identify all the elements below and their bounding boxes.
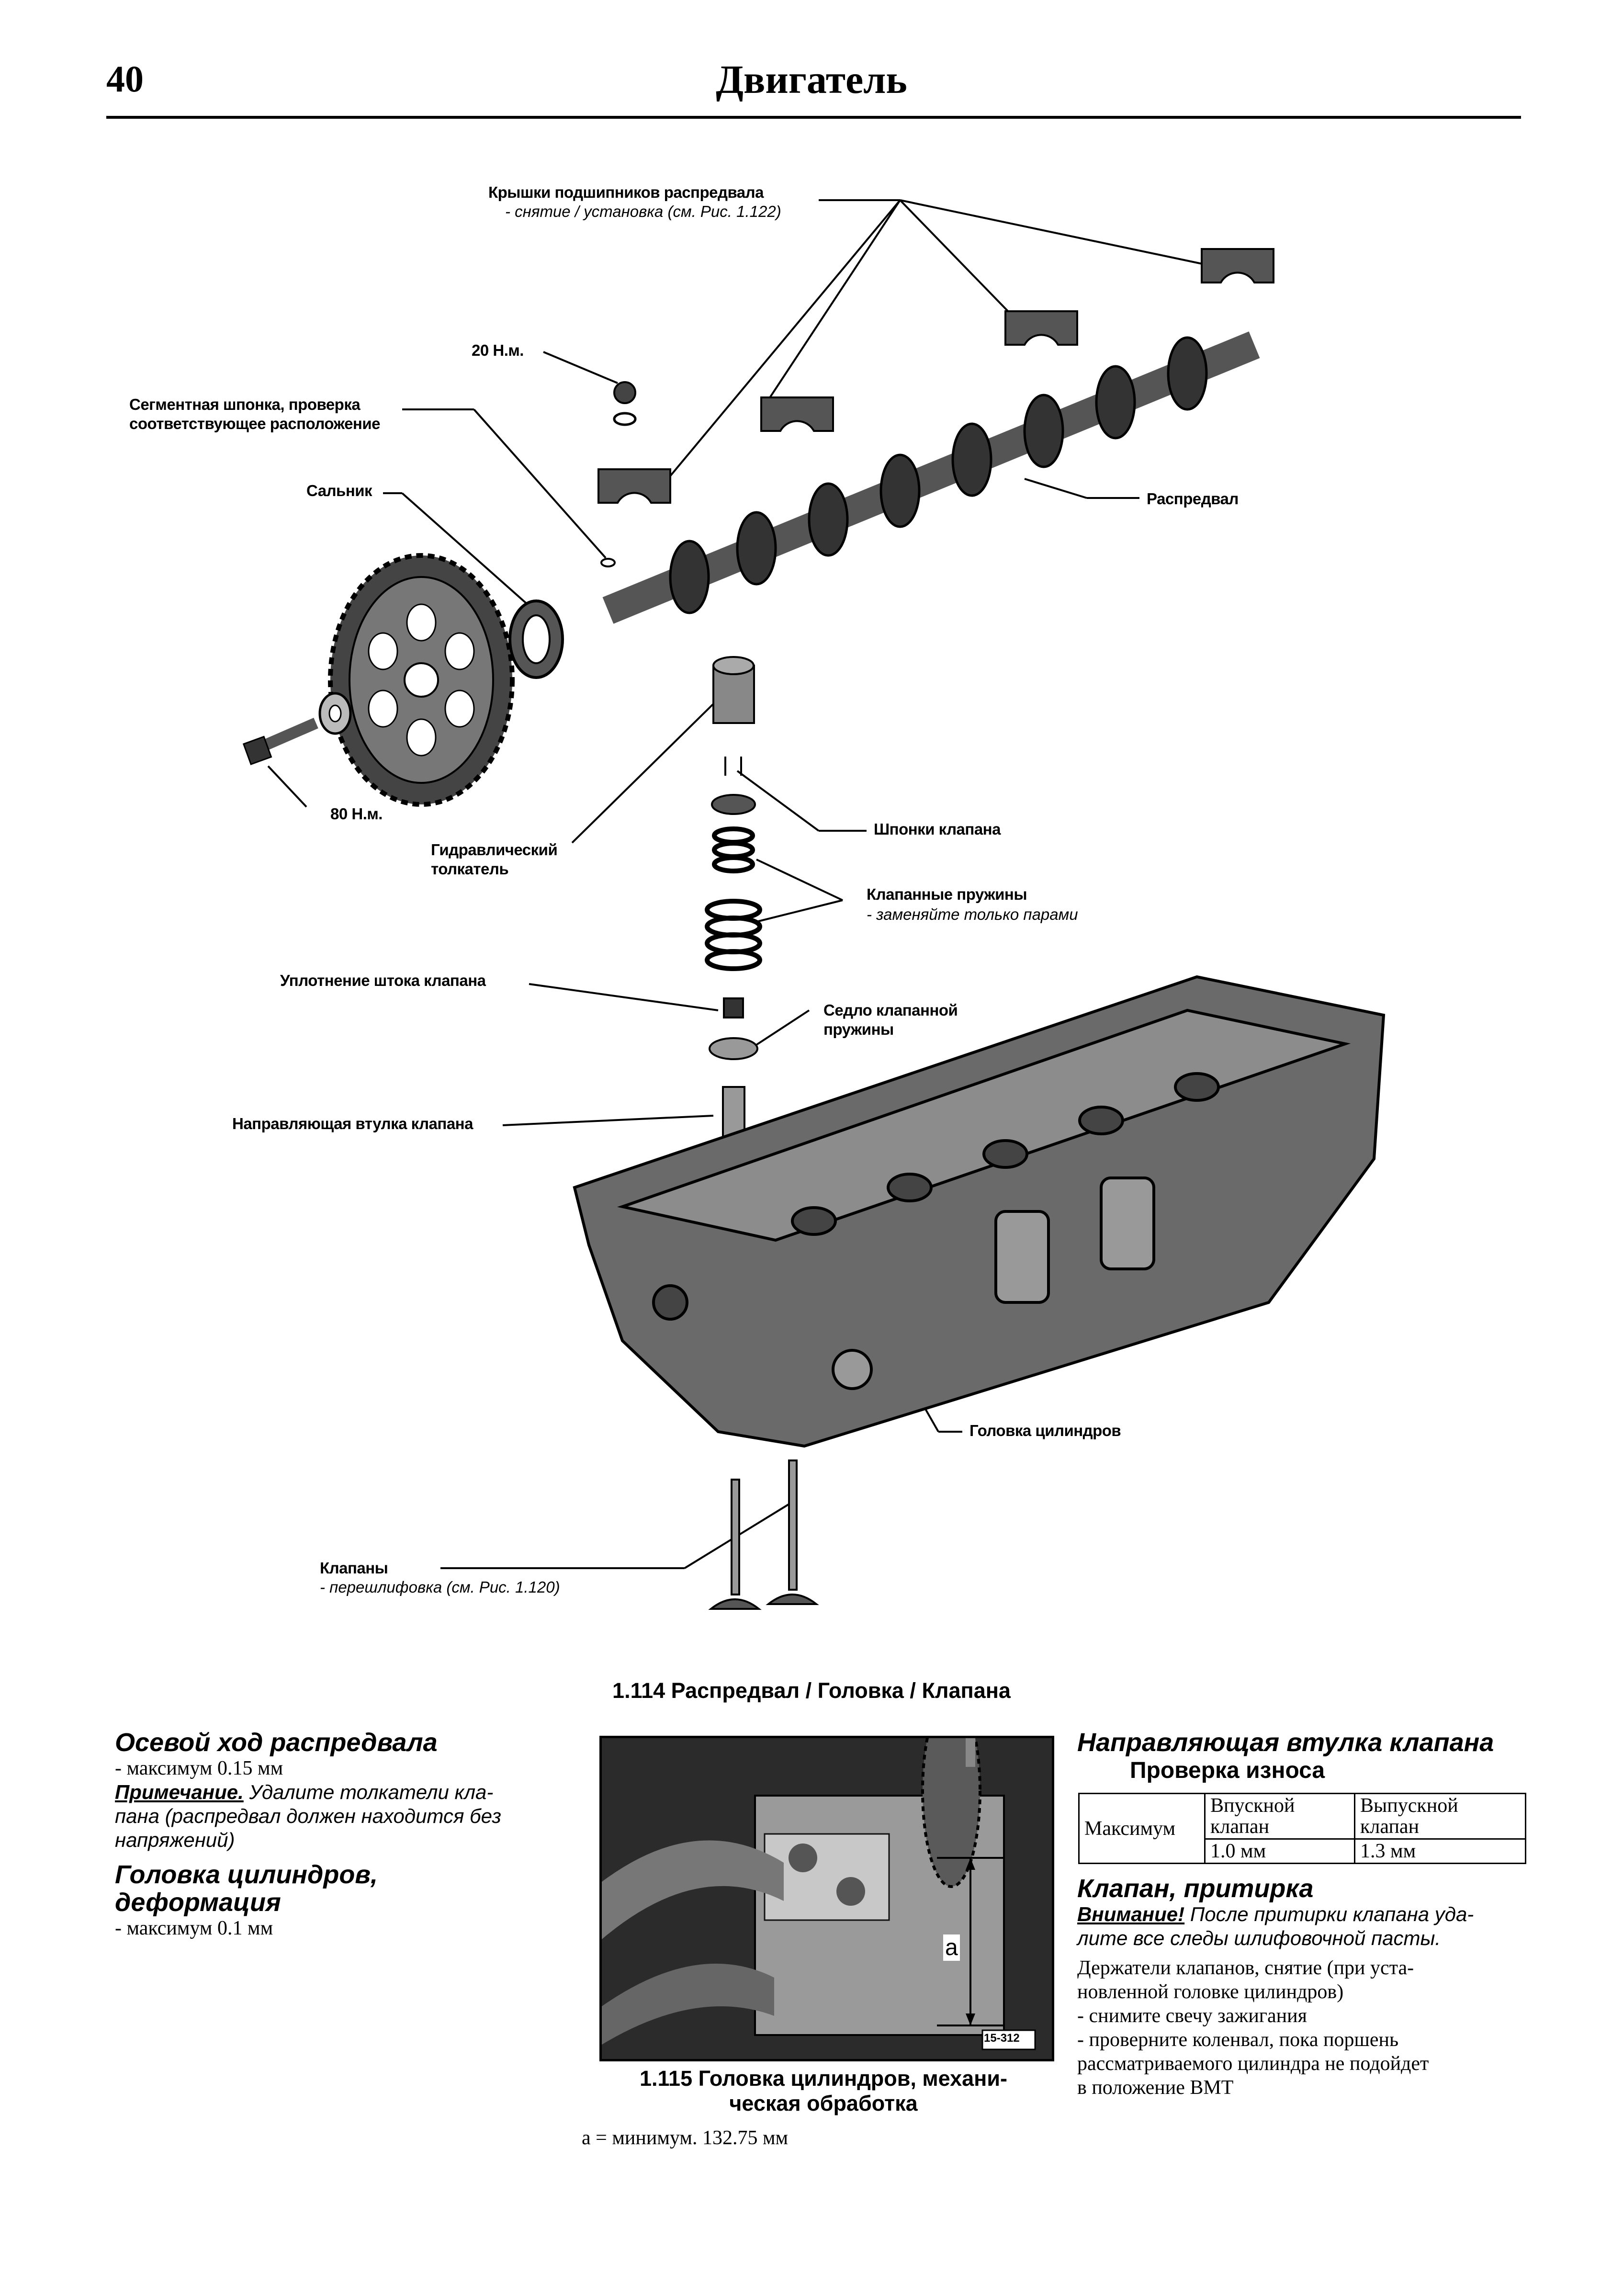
label-torque-80: 80 Н.м. bbox=[330, 805, 383, 823]
label-bearing-caps: Крышки подшипников распредвала bbox=[488, 183, 764, 201]
section-valve-guide-title: Направляющая втулка клапана bbox=[1077, 1728, 1494, 1757]
label-hydraulic-lifter-2: толкатель bbox=[431, 860, 509, 878]
label-woodruff-key-1: Сегментная шпонка, проверка bbox=[129, 396, 361, 413]
label-valve-keys: Шпонки клапана bbox=[874, 820, 1001, 838]
label-oil-seal: Сальник bbox=[306, 482, 372, 499]
exploded-diagram bbox=[242, 199, 1386, 1610]
label-stem-seal: Уплотнение штока клапана bbox=[280, 972, 486, 989]
table-cell-exhaust: 1.3 мм bbox=[1354, 1838, 1526, 1864]
label-spring-seat-2: пружины bbox=[823, 1020, 894, 1038]
section-camshaft-endplay-title: Осевой ход распредвала bbox=[115, 1728, 438, 1757]
label-bearing-caps-note: - снятие / установка (см. Рис. 1.122) bbox=[505, 203, 781, 220]
photo-code: 15-312 bbox=[984, 2032, 1020, 2045]
figure-115-caption-line-1: 1.115 Головка цилиндров, механи- bbox=[639, 2066, 1008, 2091]
page-title: Двигатель bbox=[716, 57, 907, 102]
section-head-warpage-title-2: деформация bbox=[115, 1888, 281, 1917]
photo-dimension-label: a bbox=[943, 1934, 960, 1961]
page-number: 40 bbox=[106, 58, 144, 100]
header-rule bbox=[106, 116, 1521, 119]
note-line-3: напряжений) bbox=[115, 1829, 235, 1851]
para-line-2: новленной головке цилиндров) bbox=[1077, 1981, 1344, 2003]
label-cylinder-head: Головка цилиндров bbox=[969, 1422, 1121, 1439]
figure-114-caption: 1.114 Распредвал / Головка / Клапана bbox=[612, 1678, 1011, 1703]
label-valve-guide: Направляющая втулка клапана bbox=[232, 1115, 473, 1132]
note-label: Примечание. bbox=[115, 1781, 244, 1803]
label-hydraulic-lifter-1: Гидравлический bbox=[431, 841, 558, 859]
figure-115-note: a = минимум. 132.75 мм bbox=[582, 2127, 789, 2149]
table-cell-intake: 1.0 мм bbox=[1204, 1838, 1355, 1864]
section-valve-lapping-title: Клапан, притирка bbox=[1077, 1874, 1314, 1903]
section-camshaft-endplay-spec: - максимум 0.15 мм bbox=[115, 1757, 283, 1779]
right-column: Направляющая втулка клапана Проверка изн… bbox=[1077, 1729, 1527, 2100]
section-camshaft-endplay-note: Примечание. Удалите толкатели кла- bbox=[115, 1781, 494, 1803]
label-valve-springs-note: - заменяйте только парами bbox=[867, 905, 1078, 923]
label-spring-seat-1: Седло клапанной bbox=[823, 1001, 958, 1019]
label-valve-springs: Клапанные пружины bbox=[867, 885, 1027, 903]
left-column: Осевой ход распредвала - максимум 0.15 м… bbox=[115, 1729, 565, 1940]
step-2-line-1: - проверните коленвал, пока поршень bbox=[1077, 2029, 1399, 2051]
label-valves-note: - перешлифовка (см. Рис. 1.120) bbox=[320, 1578, 560, 1596]
warning-line-1: Внимание! После притирки клапана уда- bbox=[1077, 1903, 1474, 1925]
label-torque-20: 20 Н.м. bbox=[472, 341, 524, 359]
figure-115-caption: 1.115 Головка цилиндров, механи- ческая … bbox=[577, 2066, 1070, 2116]
table-row-label: Максимум bbox=[1078, 1793, 1206, 1864]
warning-label: Внимание! bbox=[1077, 1903, 1185, 1925]
label-woodruff-key-2: соответствующее расположение bbox=[129, 415, 381, 432]
step-1: - снимите свечу зажигания bbox=[1077, 2005, 1307, 2027]
label-camshaft: Распредвал bbox=[1147, 490, 1239, 508]
step-2-line-3: в положение ВМТ bbox=[1077, 2077, 1234, 2099]
warning-line-2: лите все следы шлифовочной пасты. bbox=[1077, 1927, 1441, 1949]
note-line-2: пана (распредвал должен находится без bbox=[115, 1805, 502, 1827]
para-line-1: Держатели клапанов, снятие (при уста- bbox=[1077, 1957, 1414, 1979]
figure-115-caption-line-2: ческая обработка bbox=[729, 2091, 918, 2115]
step-2-line-2: рассматриваемого цилиндра не подойдет bbox=[1077, 2053, 1429, 2075]
label-valves: Клапаны bbox=[320, 1559, 388, 1577]
section-head-warpage-title-1: Головка цилиндров, bbox=[115, 1860, 378, 1889]
figure-115-photo bbox=[599, 1736, 1054, 2061]
section-head-warpage-spec: - максимум 0.1 мм bbox=[115, 1917, 273, 1939]
section-valve-guide-subtitle: Проверка износа bbox=[1130, 1758, 1325, 1783]
